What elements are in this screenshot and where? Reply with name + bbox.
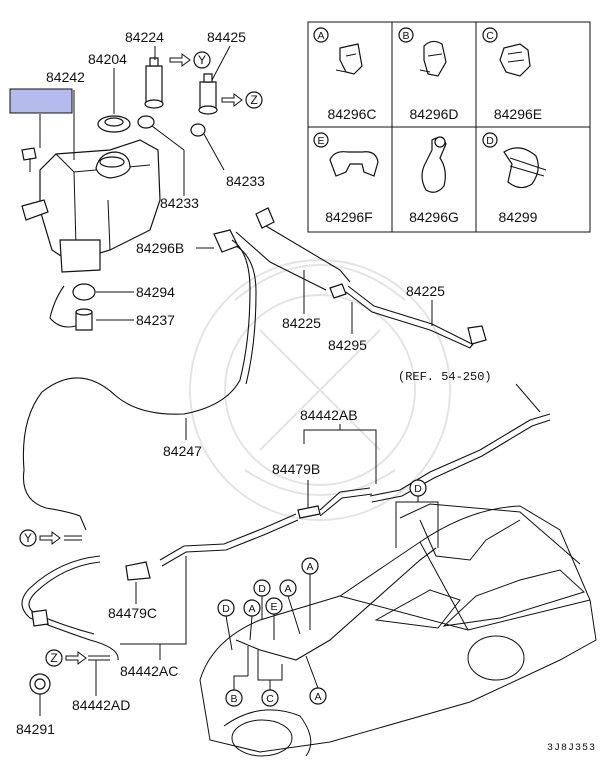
clip-letter-c: C (486, 30, 494, 42)
filter-84237 (75, 308, 93, 331)
part-84479C: 84479C (108, 605, 157, 621)
part-84296B: 84296B (136, 240, 184, 256)
callout-d-left: D (222, 603, 230, 615)
grommet-84291 (29, 673, 51, 695)
clip-table: A 84296C B 84296D C 84296E E 84296F (307, 21, 591, 233)
joint-84479C (125, 561, 151, 581)
connector-y-top: Y (169, 51, 211, 69)
joint-84479B (297, 505, 321, 519)
callout-a-top: A (306, 561, 313, 573)
clip-part-c: 84296E (494, 106, 542, 122)
callout-b: B (230, 693, 237, 705)
rear-washer-hose (369, 413, 551, 503)
part-84479B: 84479B (272, 461, 320, 477)
part-84442AD: 84442AD (72, 697, 130, 713)
clip-d-icon (503, 147, 539, 189)
part-84204: 84204 (88, 51, 127, 67)
clip-part-a: 84296C (327, 106, 376, 122)
clip-cell-d: D 84299 (482, 132, 547, 225)
connector-84295 (329, 283, 347, 299)
car-outline (199, 503, 597, 757)
part-84442AC: 84442AC (120, 663, 178, 679)
connector-y-bottom: Y (19, 529, 82, 547)
grommet-84233-a (137, 115, 155, 129)
connector-z-top: Z (221, 91, 263, 109)
clip-a-icon (339, 43, 363, 75)
connector-y-bottom-label: Y (24, 531, 32, 545)
part-84224: 84224 (125, 29, 164, 45)
joint-84296B (213, 229, 239, 253)
connector-z-bottom: Z (45, 649, 110, 667)
callout-d-top: D (414, 483, 422, 495)
nozzle-84225-left (255, 207, 275, 229)
car-callouts: D D A D A E A B C A (217, 479, 439, 707)
clip-cell-b: B 84296D (398, 27, 459, 122)
callout-c: C (266, 693, 274, 705)
callout-a-left: A (248, 603, 255, 615)
clip-letter-b: B (402, 30, 409, 42)
connector-z-top-label: Z (250, 93, 257, 107)
part-84295: 84295 (328, 337, 367, 353)
clip-84442AD (31, 609, 49, 627)
diagram-code: 3J8J353 (547, 743, 596, 754)
part-84225-right: 84225 (406, 283, 445, 299)
part-84233-bottom: 84233 (160, 195, 199, 211)
hose-84442AD (21, 555, 119, 661)
clip-e-icon (329, 151, 379, 177)
clip-letter-a: A (317, 30, 324, 42)
callout-e: E (270, 601, 277, 613)
clip-part-d: 84299 (499, 209, 538, 225)
grommet-84233-b (190, 123, 206, 137)
cap-84294 (72, 283, 96, 301)
part-84225-left: 84225 (282, 315, 321, 331)
part-84233-top: 84233 (226, 173, 265, 189)
washer-reservoir (21, 139, 161, 273)
clip-part-g: 84296G (409, 209, 459, 225)
clip-cell-g: 84296G (409, 136, 459, 225)
part-84237: 84237 (136, 312, 175, 328)
part-84247: 84247 (163, 443, 202, 459)
callout-d-mid: D (258, 583, 266, 595)
part-84442AB: 84442AB (300, 407, 358, 423)
pump-84425 (198, 73, 218, 115)
callout-a-bottom: A (314, 691, 321, 703)
connector-y-top-label: Y (198, 53, 206, 67)
part-84242: 84242 (46, 69, 85, 85)
clip-cell-c: C 84296E (482, 27, 542, 122)
pump-84224 (144, 57, 164, 109)
clip-part-e: 84296F (325, 209, 372, 225)
grommet-84204 (97, 115, 131, 133)
connector-z-bottom-label: Z (50, 651, 57, 665)
watermark-emblem (189, 259, 451, 521)
clip-letter-e: E (317, 135, 324, 147)
clip-b-icon (423, 40, 447, 77)
clip-cell-e: E 84296F (313, 132, 379, 225)
clip-c-icon (499, 43, 531, 77)
nozzle-84225-right (467, 325, 487, 345)
hose-84247 (22, 239, 251, 531)
part-84425: 84425 (207, 29, 246, 45)
part-84294: 84294 (136, 284, 175, 300)
clip-letter-d: D (486, 135, 494, 147)
ref-54-250: (REF. 54-250) (398, 370, 492, 384)
clip-cell-a: A 84296C (313, 27, 377, 122)
part-84291: 84291 (16, 721, 55, 737)
bolt-icon (21, 147, 37, 172)
label-box-highlight (9, 88, 73, 114)
clip-part-b: 84296D (409, 106, 458, 122)
callout-a-mid: A (284, 583, 291, 595)
